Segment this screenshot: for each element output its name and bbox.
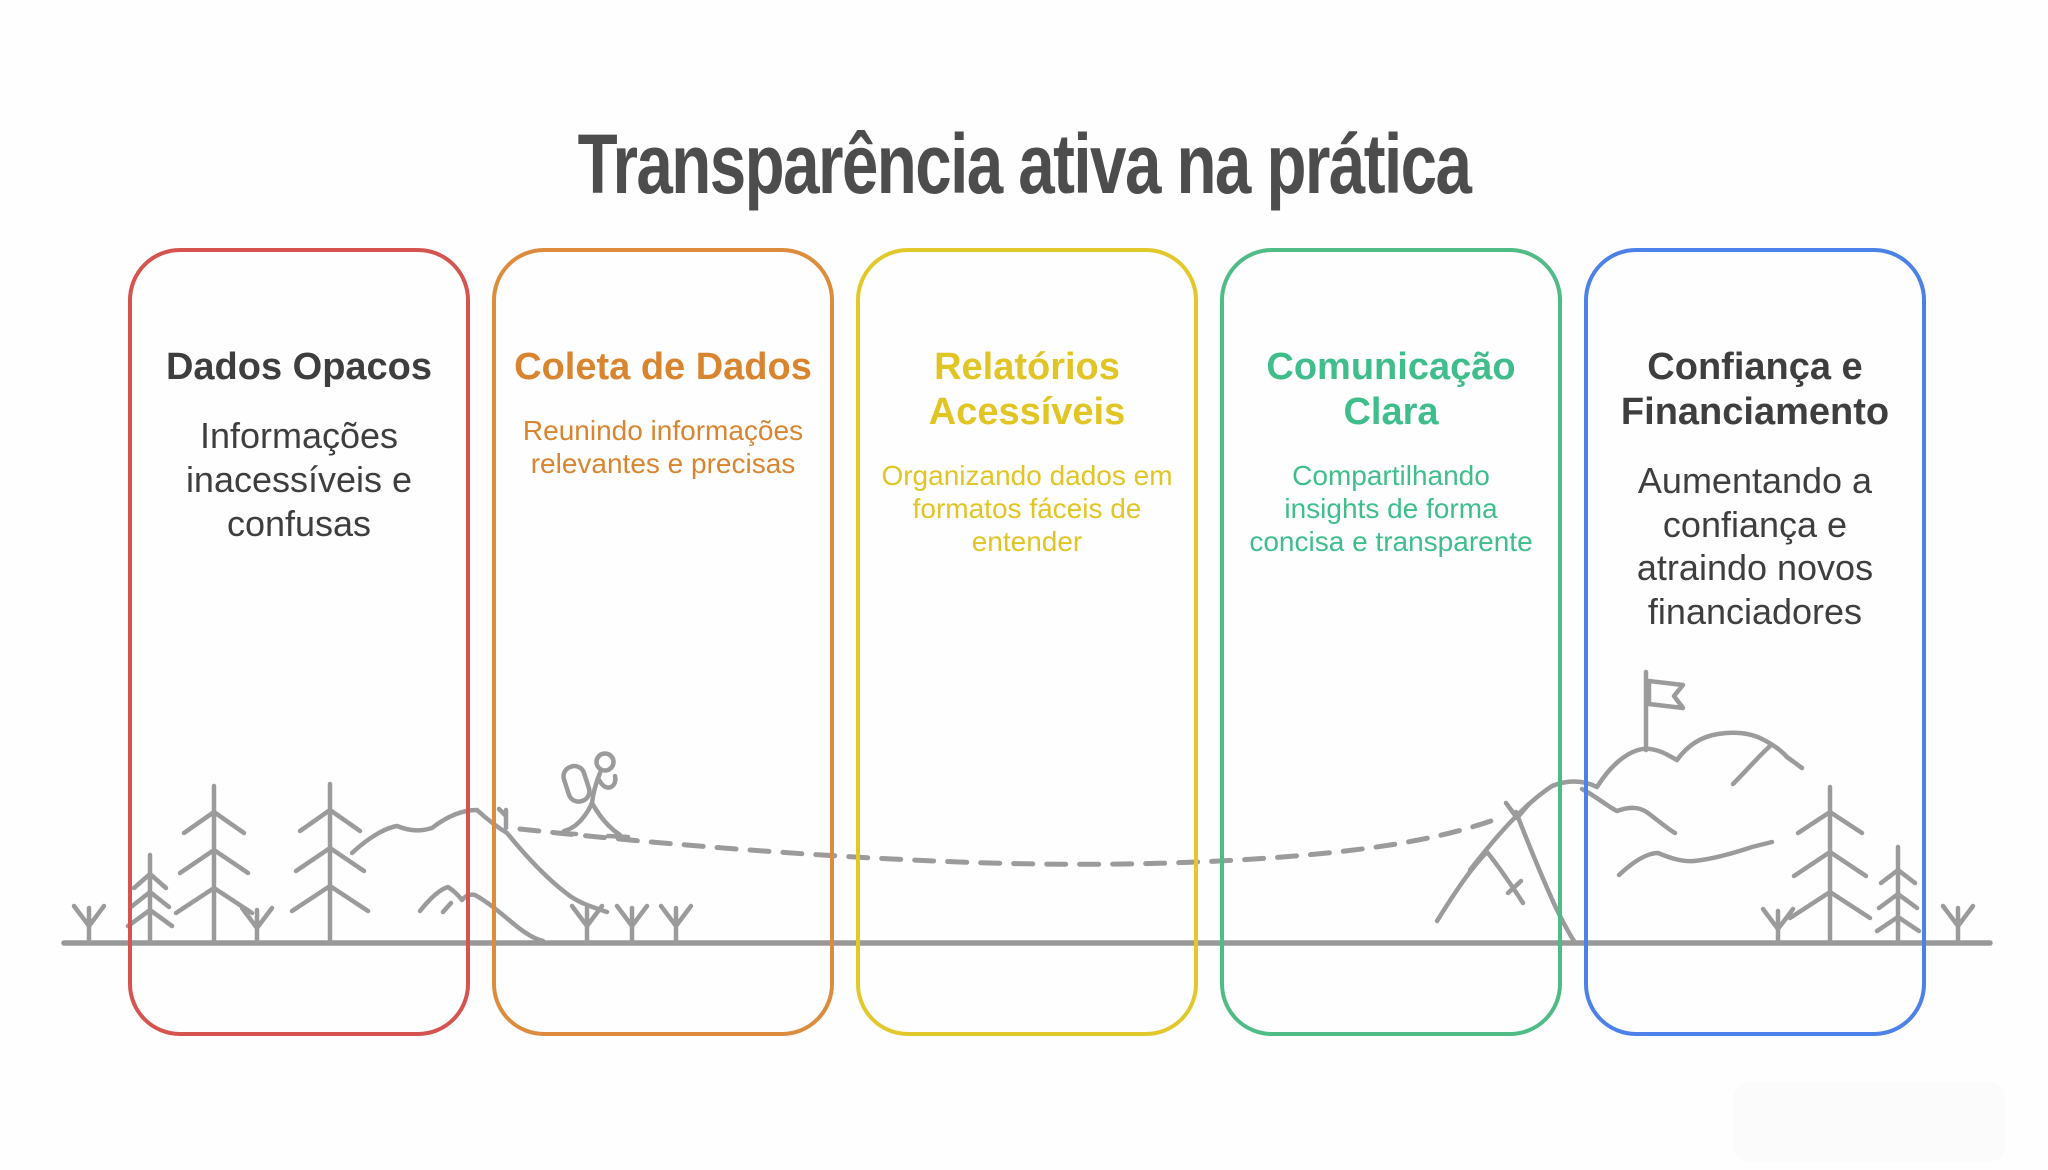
card-title: Comunicação Clara xyxy=(1266,346,1516,433)
watermark xyxy=(1733,1082,2005,1162)
flag-icon xyxy=(1643,669,1686,753)
card-title: Relatórios Acessíveis xyxy=(928,346,1126,433)
page-title: Transparência ativa na prática xyxy=(577,117,1472,211)
hiker-icon xyxy=(557,751,631,840)
card-confianca-e-financiamento: Confiança e Financiamento Aumentando a c… xyxy=(1584,248,1926,1036)
card-title: Dados Opacos xyxy=(165,346,433,388)
card-title: Confiança e Financiamento xyxy=(1620,346,1890,433)
pine-tree-icon xyxy=(125,781,1922,946)
card-title: Coleta de Dados xyxy=(514,346,812,388)
card-subtitle: Aumentando a confiança e atraindo novos … xyxy=(1636,459,1874,633)
card-dados-opacos: Dados Opacos Informações inacessíveis e … xyxy=(128,248,470,1036)
sapling-icon xyxy=(71,903,1976,946)
card-subtitle: Informações inacessíveis e confusas xyxy=(185,414,413,544)
card-subtitle: Organizando dados em formatos fáceis de … xyxy=(881,459,1173,557)
card-relatorios-acessiveis: Relatórios Acessíveis Organizando dados … xyxy=(856,248,1198,1036)
card-subtitle: Compartilhando insights de forma concisa… xyxy=(1249,459,1533,557)
card-comunicacao-clara: Comunicação Clara Compartilhando insight… xyxy=(1220,248,1562,1036)
card-subtitle: Reunindo informações relevantes e precis… xyxy=(522,414,804,479)
summit-mountain xyxy=(1434,669,1805,944)
journey-dashed-path xyxy=(517,814,1505,867)
card-coleta-de-dados: Coleta de Dados Reunindo informações rel… xyxy=(492,248,834,1036)
